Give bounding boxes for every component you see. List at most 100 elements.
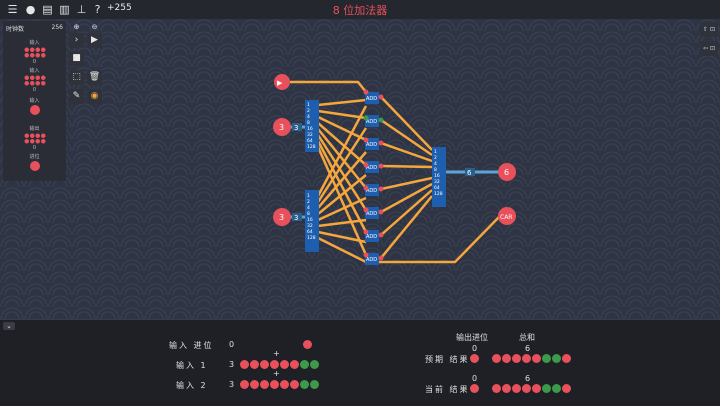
svg-text:ADD: ADD bbox=[366, 96, 377, 102]
carry-in-value: 0 bbox=[229, 340, 235, 349]
panel-item-label: 输入 bbox=[29, 40, 40, 46]
expected-sum-value: 6 bbox=[525, 344, 531, 353]
panel-item-value: 0 bbox=[32, 87, 37, 93]
help-icon[interactable]: ? bbox=[94, 3, 101, 16]
input-1-label: 输入 1 bbox=[176, 361, 208, 370]
input-b-node[interactable]: 3 bbox=[273, 208, 291, 226]
bit-label: 1 bbox=[434, 149, 437, 155]
panel-item-label: 输出 bbox=[29, 126, 40, 132]
sum-header: 总和 bbox=[519, 333, 535, 342]
zoom-out-icon[interactable]: ⊖ bbox=[91, 23, 98, 31]
current-label: 当前 结果 bbox=[425, 385, 470, 394]
bit-label: 64 bbox=[307, 229, 313, 235]
menu-icon[interactable]: ☰ bbox=[7, 3, 18, 16]
bit-label: 4 bbox=[434, 161, 437, 167]
bit-label: 8 bbox=[307, 211, 310, 217]
expected-sum-bits bbox=[492, 354, 571, 363]
export-button[interactable]: ⇧ ⊡ bbox=[700, 22, 718, 37]
svg-text:ADD: ADD bbox=[366, 257, 377, 263]
select-icon[interactable]: ⬚ bbox=[69, 70, 84, 85]
bit-label: 64 bbox=[307, 138, 313, 144]
component-panel: 时钟数 256 输入 0 输入 0 输入 输出 0 进位 bbox=[3, 21, 66, 181]
bit-label: 8 bbox=[434, 167, 437, 173]
color-wheel-icon[interactable]: ◉ bbox=[87, 89, 102, 104]
adder-6: ADD bbox=[365, 230, 379, 242]
svg-text:3: 3 bbox=[294, 124, 298, 132]
input-2-bits bbox=[240, 380, 319, 389]
carry-in-bits bbox=[303, 340, 312, 349]
expected-carry-value: 0 bbox=[472, 344, 478, 353]
svg-text:6: 6 bbox=[467, 169, 472, 177]
input-a-node[interactable]: 3 bbox=[273, 118, 291, 136]
notebook-icon[interactable]: ▥ bbox=[59, 3, 70, 16]
plus-sign: + bbox=[273, 349, 280, 358]
hierarchy-icon[interactable]: ⊥ bbox=[76, 3, 87, 16]
carry-in-node[interactable]: ▶ bbox=[274, 74, 290, 90]
panel-item-value: 0 bbox=[32, 59, 37, 65]
panel-item-value: 0 bbox=[32, 145, 37, 151]
wires bbox=[290, 80, 501, 264]
clock-value: 256 bbox=[51, 24, 63, 31]
carry-in-label: 输入 进位 bbox=[169, 341, 214, 350]
bit-label: 64 bbox=[434, 185, 440, 191]
stop-button[interactable]: ■ bbox=[69, 51, 84, 66]
svg-text:ADD: ADD bbox=[366, 234, 377, 240]
import-button[interactable]: ⇦ ⊡ bbox=[700, 41, 718, 56]
svg-text:ADD: ADD bbox=[366, 142, 377, 148]
panel-item-label: 输入 bbox=[29, 68, 40, 74]
bit-label: 4 bbox=[307, 114, 310, 120]
panel-item-label: 输入 bbox=[29, 98, 40, 104]
zoom-in-icon[interactable]: ⊕ bbox=[73, 23, 80, 31]
chat-icon[interactable]: ● bbox=[25, 3, 36, 16]
current-carry-value: 0 bbox=[472, 374, 478, 383]
panel-item-label: 进位 bbox=[29, 154, 40, 160]
svg-text:3: 3 bbox=[279, 123, 284, 132]
truth-panel: ⌄ 输入 进位 0 + 输入 1 3 + 输入 2 3 输出进位 总和 0 6 … bbox=[0, 319, 720, 406]
bit-label: 128 bbox=[307, 235, 316, 241]
collapse-button[interactable]: ⌄ bbox=[3, 322, 15, 330]
top-bar: ☰ ● ▤ ▥ ⊥ ? +255 8 位加法器 bbox=[0, 0, 720, 19]
adder-3: ADD bbox=[365, 161, 379, 173]
pencil-icon[interactable]: ✎ bbox=[69, 89, 84, 104]
sum-output-node[interactable]: 6 bbox=[498, 163, 516, 181]
input-1-bits bbox=[240, 360, 319, 369]
expected-label: 预期 结果 bbox=[425, 355, 470, 364]
bit-label: 1 bbox=[307, 102, 310, 108]
bit-label: 4 bbox=[307, 205, 310, 211]
adder-chain: ADD ADD ADD ADD ADD ADD ADD ADD bbox=[365, 92, 379, 265]
bit-label: 8 bbox=[307, 120, 310, 126]
panel-item-carry-out[interactable]: 进位 bbox=[3, 153, 66, 172]
input-2-value: 3 bbox=[229, 380, 235, 389]
panel-item-input-a[interactable]: 输入 0 bbox=[3, 39, 66, 65]
carry-out-node[interactable]: CAR bbox=[498, 207, 516, 225]
page-title: 8 位加法器 bbox=[332, 4, 388, 17]
svg-text:ADD: ADD bbox=[366, 188, 377, 194]
svg-text:3: 3 bbox=[279, 213, 284, 222]
carry-out-header: 输出进位 bbox=[456, 333, 488, 342]
adder-0: ADD bbox=[365, 92, 379, 104]
svg-text:6: 6 bbox=[504, 168, 509, 177]
step-button[interactable]: › bbox=[69, 33, 84, 48]
bus-labels: 3 3 6 bbox=[292, 123, 475, 222]
bit-label: 2 bbox=[307, 199, 310, 205]
bit-label: 128 bbox=[434, 191, 443, 197]
current-sum-value: 6 bbox=[525, 374, 531, 383]
bit-label: 32 bbox=[307, 223, 313, 229]
document-icon[interactable]: ▤ bbox=[42, 3, 53, 16]
trash-icon[interactable]: 🗑 bbox=[87, 70, 102, 85]
bit-label: 1 bbox=[307, 193, 310, 199]
panel-item-input-b[interactable]: 输入 0 bbox=[3, 67, 66, 93]
current-sum-bits bbox=[492, 384, 571, 393]
adder-2: ADD bbox=[365, 138, 379, 150]
play-button[interactable]: ▶ bbox=[87, 33, 102, 48]
input-2-label: 输入 2 bbox=[176, 381, 208, 390]
clock-label: 时钟数 bbox=[6, 26, 25, 33]
panel-item-output[interactable]: 输出 0 bbox=[3, 125, 66, 151]
svg-text:CAR: CAR bbox=[500, 214, 512, 221]
panel-item-carry-in[interactable]: 输入 bbox=[3, 97, 66, 116]
adder-7: ADD bbox=[365, 253, 379, 265]
